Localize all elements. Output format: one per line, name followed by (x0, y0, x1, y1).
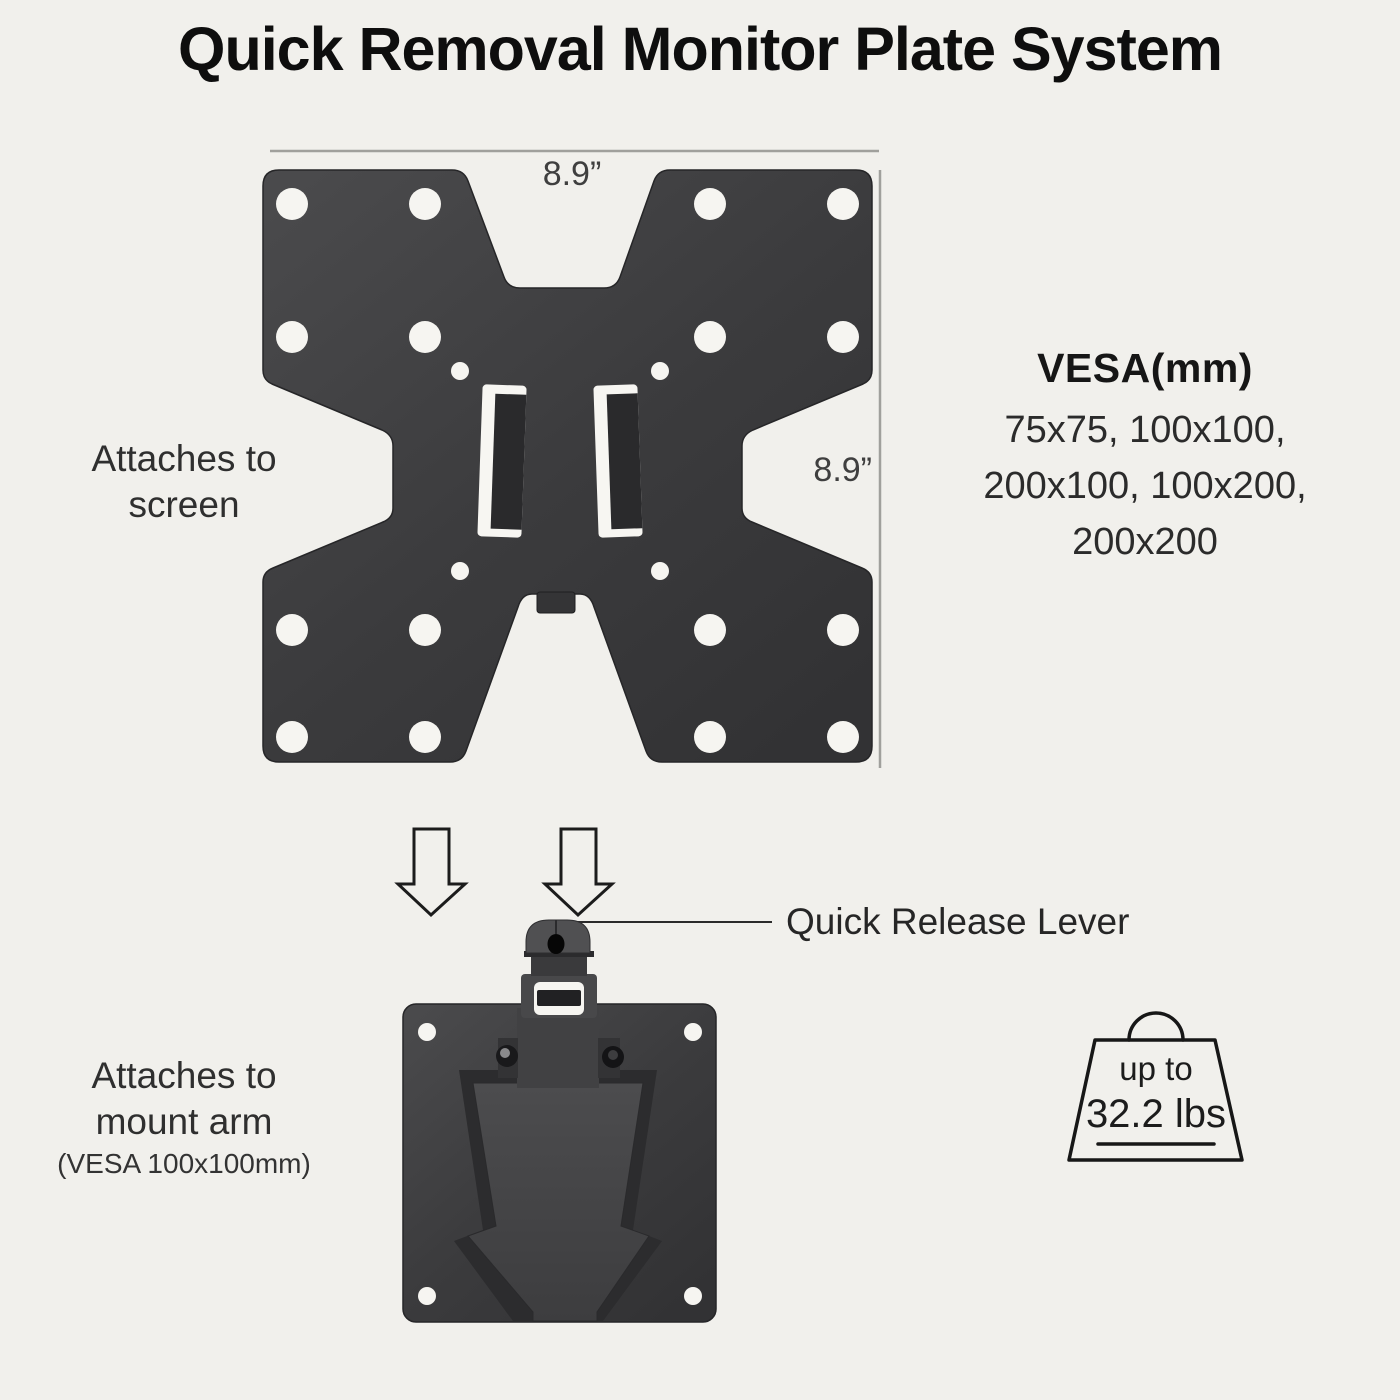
locking-tab (536, 591, 576, 614)
vesa-spec-block: VESA(mm) 75x75, 100x100, 200x100, 100x20… (930, 345, 1360, 570)
vesa-hole (694, 614, 726, 646)
weight-upto-label: up to (1119, 1050, 1193, 1087)
vesa-hole (409, 321, 441, 353)
top-plate-caption-line1: Attaches to (91, 438, 277, 479)
vesa-hole (694, 721, 726, 753)
vesa-hole (694, 188, 726, 220)
top-plate-caption: Attaches to screen (38, 436, 330, 528)
lever-hole (547, 934, 565, 954)
width-dimension-label: 8.9” (542, 155, 602, 193)
pilot-hole (651, 562, 669, 580)
mount-plate-hole (684, 1287, 702, 1305)
bracket-shield (467, 1082, 650, 1322)
pilot-hole (451, 362, 469, 380)
bottom-plate-caption-line3: (VESA 100x100mm) (57, 1148, 311, 1179)
mount-plate-hole (418, 1287, 436, 1305)
vesa-hole (827, 614, 859, 646)
weight-handle (1127, 1011, 1185, 1042)
vesa-hole (276, 721, 308, 753)
weight-capacity-icon (1067, 1011, 1244, 1162)
weight-value-label: 32.2 lbs (1085, 1092, 1227, 1136)
bracket-neck (517, 1008, 599, 1088)
top-plate-body (262, 169, 873, 763)
vesa-hole (827, 721, 859, 753)
mount-plate-hole (684, 1023, 702, 1041)
vesa-hole (409, 188, 441, 220)
vesa-size-line: 200x200 (1072, 521, 1218, 563)
vesa-hole (276, 614, 308, 646)
weight-trapezoid (1067, 1038, 1244, 1162)
quick-release-leader-line (561, 921, 772, 932)
vesa-size-line: 75x75, 100x100, (1004, 409, 1286, 451)
vesa-size-line: 200x100, 100x200, (983, 465, 1307, 507)
bottom-plate-caption: Attaches to mount arm (VESA 100x100mm) (28, 1053, 340, 1183)
bottom-mount-plate (402, 919, 717, 1323)
screw-right (602, 1046, 624, 1068)
vesa-hole (827, 321, 859, 353)
vesa-hole (694, 321, 726, 353)
bottom-plate-caption-line2: mount arm (95, 1101, 273, 1142)
vesa-hole (409, 721, 441, 753)
vesa-hole (409, 614, 441, 646)
top-plate-caption-line2: screen (128, 484, 240, 525)
pilot-hole (651, 362, 669, 380)
release-slot-right (593, 384, 643, 538)
vesa-hole (276, 188, 308, 220)
screw-left (496, 1045, 518, 1067)
down-arrow-right-icon (541, 827, 616, 918)
quick-release-label: Quick Release Lever (786, 901, 1130, 942)
height-dimension-label: 8.9” (813, 451, 872, 489)
vesa-hole-grid (276, 188, 859, 753)
mount-plate-hole (418, 1023, 436, 1041)
vesa-hole (827, 188, 859, 220)
top-adapter-plate (262, 169, 873, 763)
vesa-hole (276, 321, 308, 353)
hook-bar (537, 990, 581, 1006)
bottom-plate-caption-line1: Attaches to (91, 1055, 277, 1096)
down-arrow-left-icon (394, 827, 469, 918)
page-title: Quick Removal Monitor Plate System (178, 15, 1223, 83)
vesa-heading: VESA(mm) (1037, 345, 1253, 391)
pilot-hole (451, 562, 469, 580)
lever-base (524, 951, 594, 957)
release-slot-left (477, 384, 527, 538)
